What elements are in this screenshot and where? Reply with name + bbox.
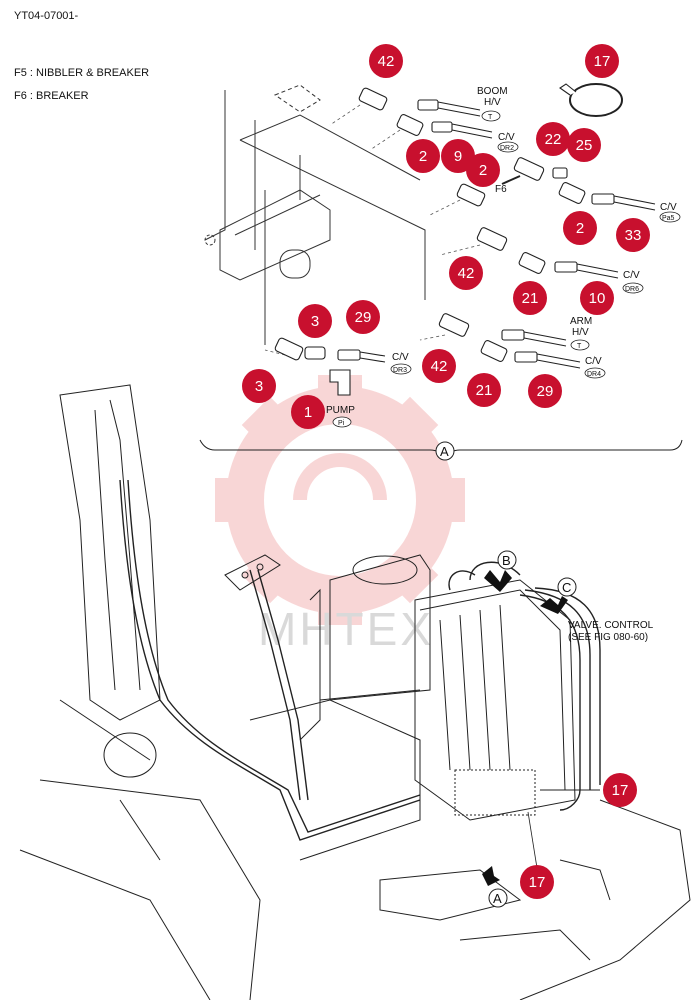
callout-leaders — [527, 789, 600, 869]
label-dr4: DR4 — [587, 371, 601, 378]
callout-bubble: 2 — [466, 153, 500, 187]
svg-text:22: 22 — [545, 131, 562, 148]
callouts: 42 17 22 25 2 9 2 2 33 42 21 10 3 29 42 … — [242, 44, 650, 899]
svg-text:29: 29 — [355, 309, 372, 326]
callout-bubble: 21 — [467, 373, 501, 407]
callout-bubble: 1 — [291, 395, 325, 429]
fittings — [274, 83, 656, 396]
view-c-label: C — [562, 580, 571, 595]
label-cv-pa5: C/V — [660, 202, 677, 213]
drawing-code: YT04-07001- — [14, 10, 79, 22]
callout-bubble: 42 — [369, 44, 403, 78]
view-b-label: B — [502, 553, 511, 568]
svg-text:17: 17 — [594, 53, 611, 70]
svg-text:42: 42 — [431, 358, 448, 375]
svg-text:1: 1 — [304, 404, 312, 421]
view-arrows: B C A — [482, 550, 577, 908]
label-pa5: Pa5 — [662, 215, 675, 222]
callout-bubble: 25 — [567, 128, 601, 162]
callout-bubble: 9 — [441, 139, 475, 173]
callout-bubble: 17 — [520, 865, 554, 899]
callout-bubble: 3 — [242, 369, 276, 403]
callout-bubble: 22 — [536, 122, 570, 156]
label-cv-dr4: C/V — [585, 356, 602, 367]
label-pi: Pi — [338, 420, 345, 427]
label-arm-t: T — [577, 343, 582, 350]
callout-bubble: 17 — [585, 44, 619, 78]
label-boom-t: T — [488, 114, 493, 121]
svg-text:33: 33 — [625, 227, 642, 244]
section-a-label: A — [440, 444, 449, 459]
valve-note-line1: VALVE. CONTROL — [568, 620, 654, 631]
view-c-marker — [557, 577, 577, 597]
svg-text:9: 9 — [454, 148, 462, 165]
callout-bubble: 21 — [513, 281, 547, 315]
machine-outline — [19, 384, 691, 1000]
label-boom: BOOM — [477, 86, 508, 97]
svg-text:10: 10 — [589, 290, 606, 307]
view-a-marker — [488, 888, 508, 908]
svg-text:29: 29 — [537, 383, 554, 400]
label-dr2: DR2 — [500, 145, 514, 152]
svg-text:17: 17 — [529, 874, 546, 891]
svg-text:42: 42 — [458, 265, 475, 282]
svg-text:21: 21 — [476, 382, 493, 399]
callout-bubble: 10 — [580, 281, 614, 315]
label-arm-hv: H/V — [572, 327, 589, 338]
label-dr6: DR6 — [625, 286, 639, 293]
callout-bubble: 2 — [563, 211, 597, 245]
svg-text:2: 2 — [479, 162, 487, 179]
watermark-text: MHTEX — [258, 603, 434, 655]
callout-bubble: 17 — [603, 773, 637, 807]
svg-text:2: 2 — [419, 148, 427, 165]
callout-bubble: 42 — [422, 349, 456, 383]
label-cv-dr2: C/V — [498, 132, 515, 143]
svg-text:21: 21 — [522, 290, 539, 307]
svg-text:25: 25 — [576, 137, 593, 154]
label-boom-hv: H/V — [484, 97, 501, 108]
label-pump: PUMP — [326, 405, 355, 416]
label-cv-dr6: C/V — [623, 270, 640, 281]
callout-bubble: 42 — [449, 256, 483, 290]
svg-text:17: 17 — [612, 782, 629, 799]
svg-text:3: 3 — [311, 313, 319, 330]
callout-bubble: 29 — [528, 374, 562, 408]
port-labels: BOOM H/V T C/V DR2 F6 C/V Pa5 C/V DR6 AR… — [326, 86, 681, 428]
legend-f5: F5 : NIBBLER & BREAKER — [14, 67, 150, 79]
label-arm: ARM — [570, 316, 592, 327]
callout-bubble: 3 — [298, 304, 332, 338]
label-cv-dr3: C/V — [392, 352, 409, 363]
section-a-marker — [435, 441, 455, 461]
leader-lines — [264, 104, 481, 356]
callout-bubble: 2 — [406, 139, 440, 173]
callout-bubble: 33 — [616, 218, 650, 252]
legend-f6: F6 : BREAKER — [14, 90, 89, 102]
svg-text:2: 2 — [576, 220, 584, 237]
valve-note-line2: (SEE FIG 080-60) — [568, 632, 648, 643]
label-dr3: DR3 — [393, 367, 407, 374]
svg-text:42: 42 — [378, 53, 395, 70]
view-a-label: A — [493, 891, 502, 906]
callout-bubble: 29 — [346, 300, 380, 334]
view-b-marker — [497, 550, 517, 570]
svg-text:3: 3 — [255, 378, 263, 395]
frame-bracket — [204, 84, 426, 345]
label-f6: F6 — [495, 184, 507, 195]
